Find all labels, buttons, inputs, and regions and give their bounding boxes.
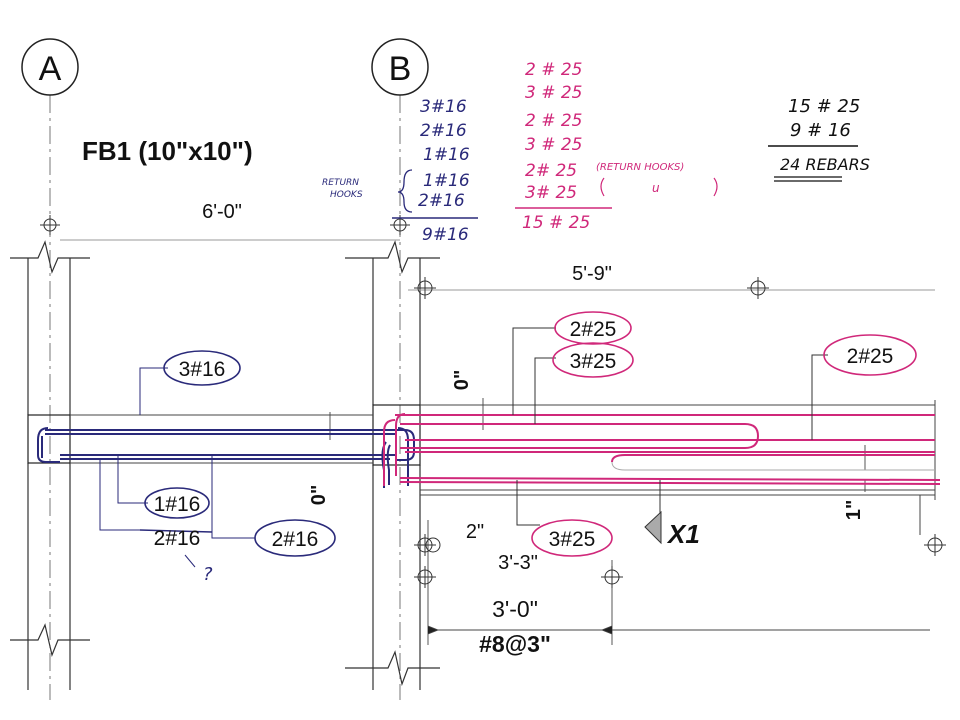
dim-span-b-right: 5'-9": [572, 263, 612, 285]
section-mark: X1: [666, 519, 700, 549]
grid-label-b: B: [389, 50, 412, 88]
dim-span-ab: 6'-0": [202, 201, 242, 223]
note-pink-line-2: 3 # 25: [525, 83, 583, 103]
note-blue-line-4: 1#16: [423, 171, 470, 191]
callout-right-bottom: 3#25: [549, 528, 596, 551]
question-mark: ?: [203, 564, 213, 585]
callout-right-top-2: 3#25: [570, 350, 617, 373]
dimension-lines: [60, 239, 935, 645]
callout-ellipses: [144, 311, 917, 557]
dim-cover-bottom-right: 1": [843, 500, 865, 521]
beam-title: FB1 (10"x10"): [82, 136, 253, 166]
note-black-line-2: 9 # 16: [790, 120, 851, 141]
note-pink-line-3: 2 # 25: [525, 111, 583, 131]
note-black-total: 24 REBARS: [780, 155, 870, 174]
notes-blue: 3#16 2#16 1#16 1#16 2#16 RETURN HOOKS 9#…: [322, 97, 478, 245]
column-b: [345, 240, 440, 690]
dim-dev-length: 3'-3": [498, 552, 538, 574]
leaders-navy: [99, 367, 255, 568]
column-a: [10, 240, 90, 690]
callout-bottom-left-2: 2#16: [154, 527, 201, 550]
note-pink-total: 15 # 25: [522, 213, 590, 233]
note-blue-line-5: 2#16: [418, 191, 465, 211]
note-blue-total: 9#16: [422, 225, 469, 245]
callout-right-top-1: 2#25: [570, 318, 617, 341]
note-pink-line-4: 3 # 25: [525, 135, 583, 155]
note-pink-ditto: u: [652, 181, 660, 195]
callout-bottom-left-3: 2#16: [272, 528, 319, 551]
note-pink-hooks: (RETURN HOOKS): [596, 162, 684, 173]
note-pink-line-5: 2# 25: [525, 161, 577, 181]
beam-outline: [70, 400, 936, 535]
note-blue-side-1: RETURN: [322, 178, 359, 188]
note-blue-line-3: 1#16: [423, 145, 470, 165]
notes-pink: 2 # 25 3 # 25 2 # 25 3 # 25 2# 25 3# 25 …: [515, 60, 718, 233]
dim-stirrup-zone: 3'-0": [492, 596, 538, 622]
section-arrow-icon: [644, 510, 662, 545]
callout-right-far: 2#25: [847, 345, 894, 368]
grid-lines: [49, 95, 401, 700]
dim-two-inch: 2": [466, 521, 484, 543]
notes-black: 15 # 25 9 # 16 24 REBARS: [768, 96, 870, 182]
leaders-pink: [512, 327, 828, 540]
note-blue-side-2: HOOKS: [330, 190, 363, 200]
grid-bubble-b: B: [371, 38, 429, 96]
note-blue-line-2: 2#16: [420, 121, 467, 141]
crosshair-markers: [40, 215, 946, 588]
callout-top-left: 3#16: [179, 358, 226, 381]
dim-stirrups: #8@3": [479, 631, 551, 657]
callout-bottom-left-1: 1#16: [154, 493, 201, 516]
grid-bubble-a: A: [21, 38, 79, 96]
grid-label-a: A: [39, 50, 62, 88]
dim-cover-top-left: 0": [308, 485, 330, 506]
rebar-left-span: [37, 427, 415, 488]
dim-cover-top-right: 0": [451, 370, 473, 391]
note-pink-line-6: 3# 25: [525, 183, 577, 203]
note-blue-line-1: 3#16: [420, 97, 467, 117]
note-pink-line-1: 2 # 25: [525, 60, 583, 80]
rebar-right-span: [383, 413, 941, 486]
note-black-line-1: 15 # 25: [788, 96, 860, 117]
strike-line: [139, 529, 213, 533]
